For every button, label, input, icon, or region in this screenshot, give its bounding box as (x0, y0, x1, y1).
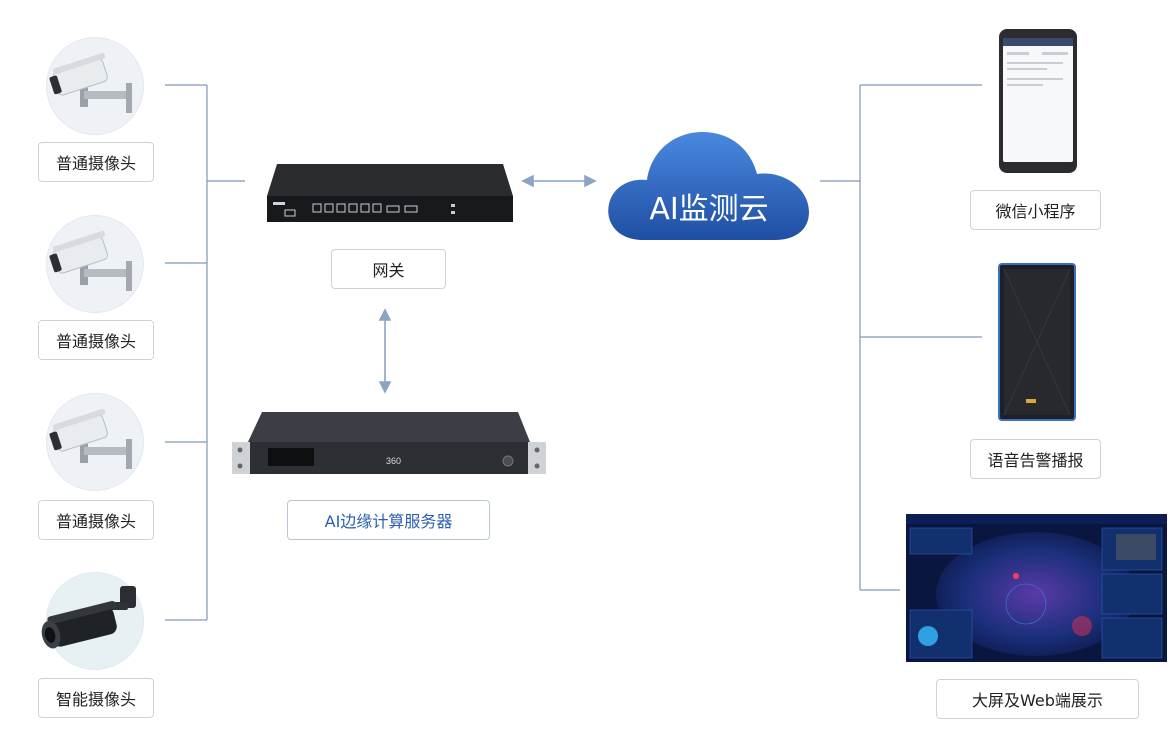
cloud-icon (608, 132, 809, 240)
big-screen-web-label: 大屏及Web端展示 (936, 679, 1139, 719)
camera-4-label: 智能摄像头 (38, 678, 154, 718)
edge-server-brand: 360 (386, 456, 402, 466)
edge-server-label: AI边缘计算服务器 (287, 500, 490, 540)
smart-camera-icon (41, 586, 136, 649)
cloud-label: AI监测云 (649, 192, 769, 227)
phone-icon (999, 29, 1077, 173)
edge-server-icon (232, 412, 546, 474)
camera-3-label: 普通摄像头 (38, 500, 154, 540)
mini-program-label: 微信小程序 (970, 190, 1101, 230)
camera-2-label: 普通摄像头 (38, 320, 154, 360)
bullet-camera-icon (49, 52, 132, 113)
bullet-camera-icon (49, 230, 132, 291)
voice-alarm-label: 语音告警播报 (970, 439, 1101, 479)
dashboard-screen-icon (906, 514, 1167, 662)
gateway-label: 网关 (331, 249, 446, 289)
camera-1-label: 普通摄像头 (38, 142, 154, 182)
speaker-icon (998, 263, 1076, 421)
gateway-router-icon (267, 164, 513, 222)
bullet-camera-icon (49, 408, 132, 469)
